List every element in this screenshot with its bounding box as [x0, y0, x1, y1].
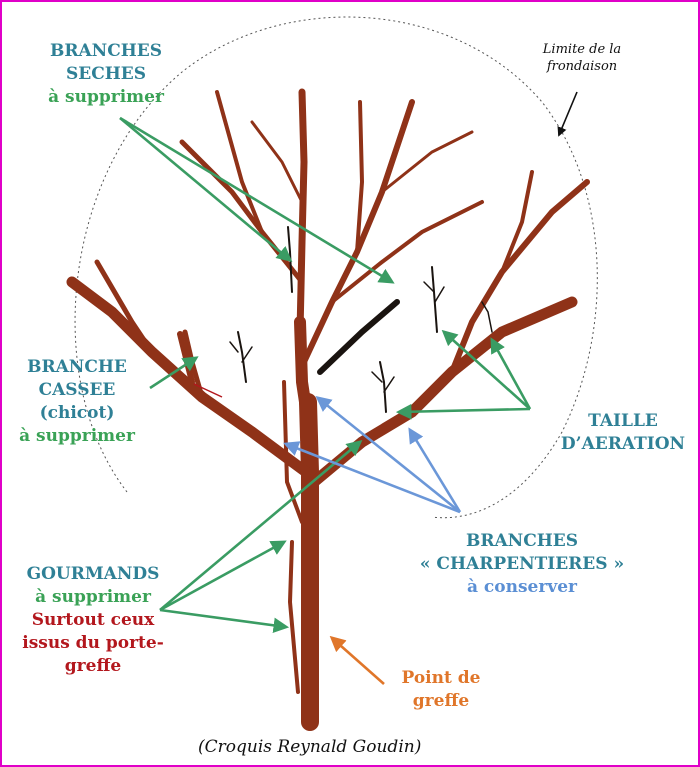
- arrow-keep-2: [283, 441, 461, 514]
- dead-branches-line3: à supprimer: [48, 87, 164, 107]
- graft-line1: Point de: [401, 668, 481, 688]
- label-canopy-limit: Limite de la frondaison: [530, 41, 634, 75]
- suckers-line3: Surtout ceux: [31, 610, 155, 630]
- broken-branch-line4: à supprimer: [19, 426, 135, 446]
- dead-branches-line2: SECHES: [65, 64, 147, 84]
- label-aeration-pruning: TAILLE D’AERATION: [548, 410, 698, 456]
- label-graft-point: Point de greffe: [386, 667, 496, 713]
- arrow-sucker-2: [159, 540, 287, 612]
- canopy-limit-line1: Limite de la: [542, 42, 622, 57]
- arrow-aeration-3: [395, 403, 531, 420]
- graft-line2: greffe: [412, 691, 470, 711]
- canopy-limit-arrow: [557, 91, 578, 137]
- blue-arrows: [283, 396, 462, 514]
- suckers-line2: à supprimer: [35, 587, 151, 607]
- label-broken-branch: BRANCHE CASSEE (chicot) à supprimer: [2, 356, 152, 448]
- canopy-limit-line2: frondaison: [546, 59, 618, 74]
- arrow-keep-1: [315, 396, 461, 514]
- suckers-line1: GOURMANDS: [26, 564, 160, 584]
- label-suckers: GOURMANDS à supprimer Surtout ceux issus…: [10, 563, 176, 678]
- tree: [66, 88, 590, 731]
- main-branches-line2: « CHARPENTIERES »: [419, 554, 625, 574]
- arrow-aeration-2: [490, 337, 532, 410]
- arrow-aeration-1: [441, 329, 531, 410]
- label-dead-branches: BRANCHES SECHES à supprimer: [38, 40, 174, 109]
- main-branches-line3: à conserver: [467, 577, 577, 597]
- suckers-line4: issus du porte-: [22, 633, 164, 653]
- main-branches-line1: BRANCHES: [465, 531, 579, 551]
- scaffold-left: [66, 276, 312, 478]
- trunk: [299, 393, 319, 731]
- arrow-dead-1: [119, 117, 293, 263]
- broken-branch-line3: (chicot): [39, 403, 115, 423]
- green-arrows: [119, 116, 532, 634]
- sucker-2: [287, 540, 300, 694]
- label-main-branches: BRANCHES « CHARPENTIERES » à conserver: [402, 530, 642, 599]
- sucker-1: [282, 380, 304, 524]
- arrow-sucker-3: [159, 608, 290, 634]
- aeration-line1: TAILLE: [588, 411, 658, 431]
- broken-branch-line1: BRANCHE: [27, 357, 127, 377]
- aeration-line2: D’AERATION: [560, 434, 686, 454]
- dead-wood: [229, 226, 493, 413]
- arrow-dead-2: [119, 116, 395, 284]
- sketch-credit: (Croquis Reynald Goudin): [198, 737, 422, 757]
- arrow-keep-3: [408, 427, 462, 513]
- arrow-graft: [329, 635, 385, 685]
- dead-branches-line1: BRANCHES: [49, 41, 163, 61]
- suckers-line5: greffe: [64, 656, 122, 676]
- canopy-limit-outline: [74, 16, 598, 519]
- broken-branch-line2: CASSEE: [38, 380, 116, 400]
- arrow-sucker-1: [159, 439, 363, 611]
- scaffold-right: [308, 296, 578, 488]
- arrow-broken: [149, 356, 199, 390]
